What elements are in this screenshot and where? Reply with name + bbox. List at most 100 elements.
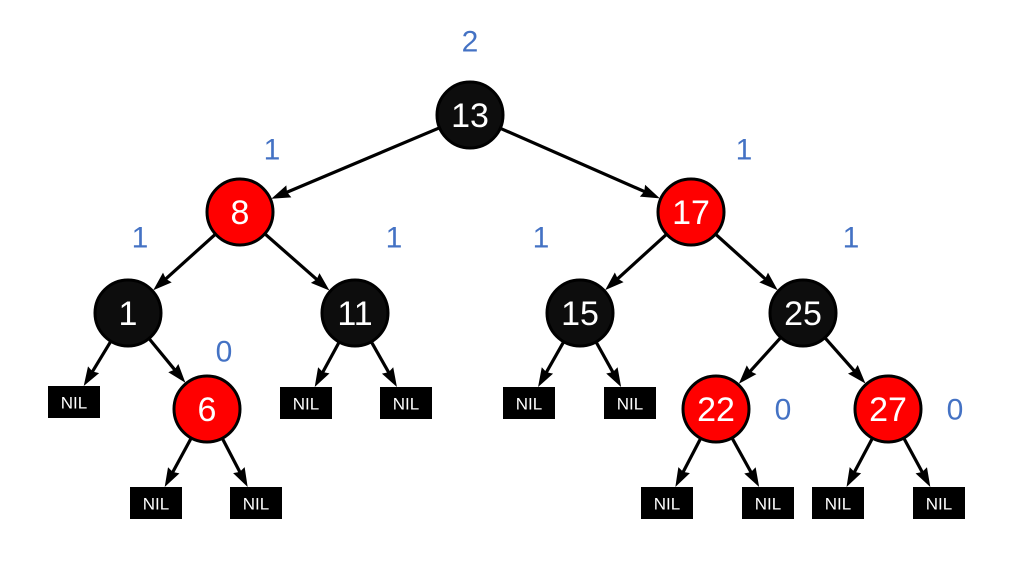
- tree-edge: [738, 337, 782, 384]
- black-height-label: 1: [736, 134, 753, 167]
- nil-box: [280, 387, 332, 419]
- tree-edge: [271, 126, 440, 199]
- nil-box: [503, 387, 555, 419]
- node-circle-black: [320, 278, 390, 348]
- tree-edge: [675, 438, 702, 487]
- node-circle-red: [205, 177, 275, 247]
- tree-edge: [824, 337, 866, 384]
- edge-arrowhead: [233, 467, 248, 487]
- nil-label: NIL: [516, 395, 542, 414]
- edge-arrowhead: [738, 365, 757, 384]
- black-height-label: 1: [264, 134, 281, 167]
- nil-leaf: NIL: [380, 387, 432, 419]
- tree-node-13: 13: [435, 80, 505, 150]
- nil-box: [812, 487, 864, 519]
- black-height-label: 0: [216, 336, 233, 369]
- tree-node-25: 25: [768, 278, 838, 348]
- edge-arrowhead: [168, 363, 186, 383]
- nil-label: NIL: [825, 495, 851, 514]
- nil-label: NIL: [617, 395, 643, 414]
- nil-box: [130, 487, 182, 519]
- tree-edge: [731, 437, 760, 487]
- nil-label: NIL: [755, 495, 781, 514]
- edge-arrowhead: [848, 365, 866, 384]
- nil-leaf: NIL: [604, 387, 656, 419]
- edge-arrowhead: [83, 366, 100, 386]
- nil-leaf: NIL: [913, 487, 965, 519]
- nil-leaf: NIL: [130, 487, 182, 519]
- black-height-label: 0: [775, 394, 792, 427]
- nil-leaf: NIL: [641, 487, 693, 519]
- nil-box: [641, 487, 693, 519]
- edge-arrowhead: [744, 467, 760, 487]
- tree-edge: [605, 233, 667, 291]
- black-height-label: 0: [947, 394, 964, 427]
- edge-arrowhead: [605, 272, 624, 291]
- edge-arrowhead: [915, 467, 931, 487]
- nil-box: [48, 386, 100, 418]
- node-key-label: 22: [697, 391, 735, 429]
- nil-leaf: NIL: [503, 387, 555, 419]
- nil-box: [380, 387, 432, 419]
- nil-leaf: NIL: [742, 487, 794, 519]
- node-circle-black: [768, 278, 838, 348]
- edge-arrowhead: [153, 272, 172, 291]
- tree-edge: [715, 233, 778, 291]
- tree-edge: [902, 438, 931, 487]
- nil-leaves-layer: NIL NIL NIL NIL NIL NIL NIL NIL NIL NIL NIL: [48, 386, 965, 519]
- edge-arrowhead: [381, 367, 397, 387]
- edge-arrowhead: [675, 467, 690, 487]
- tree-node-8: 8: [205, 177, 275, 247]
- tree-edge: [164, 438, 193, 487]
- node-key-label: 1: [119, 295, 138, 333]
- nil-label: NIL: [654, 495, 680, 514]
- edge-arrowhead: [164, 467, 180, 487]
- edge-arrowhead: [639, 184, 660, 199]
- black-height-label: 2: [462, 26, 479, 59]
- nil-box: [913, 487, 965, 519]
- tree-node-27: 27: [853, 374, 923, 444]
- nil-label: NIL: [143, 495, 169, 514]
- edge-arrowhead: [846, 467, 862, 487]
- node-key-label: 8: [231, 194, 250, 232]
- tree-edge: [538, 341, 565, 387]
- node-circle-red: [172, 374, 242, 444]
- tree-edge: [83, 341, 112, 386]
- node-key-label: 11: [337, 295, 372, 333]
- black-height-label: 1: [533, 222, 550, 255]
- tree-edge: [153, 233, 216, 291]
- edge-arrowhead: [271, 185, 292, 199]
- tree-node-1: 1: [93, 278, 163, 348]
- tree-edge: [221, 438, 248, 487]
- tree-node-22: 22: [681, 374, 751, 444]
- tree-node-6: 6: [172, 374, 242, 444]
- tree-edge: [314, 342, 341, 387]
- nil-leaf: NIL: [812, 487, 864, 519]
- tree-node-15: 15: [545, 278, 615, 348]
- edge-arrowhead: [606, 367, 622, 387]
- black-height-label: 1: [132, 222, 149, 255]
- nil-box: [230, 487, 282, 519]
- black-height-label: 1: [843, 222, 860, 255]
- nil-leaf: NIL: [280, 387, 332, 419]
- tree-edge: [595, 341, 622, 387]
- nil-leaf: NIL: [230, 487, 282, 519]
- nil-label: NIL: [61, 394, 87, 413]
- node-key-label: 13: [451, 97, 489, 135]
- nil-label: NIL: [926, 495, 952, 514]
- node-circle-red: [853, 374, 923, 444]
- edges-layer: [83, 126, 931, 487]
- node-circle-black: [93, 278, 163, 348]
- nil-label: NIL: [393, 395, 419, 414]
- tree-node-11: 11: [320, 278, 390, 348]
- nil-box: [742, 487, 794, 519]
- tree-edge: [264, 233, 330, 291]
- node-key-label: 25: [784, 295, 822, 333]
- edge-arrowhead: [538, 367, 554, 387]
- edge-arrowhead: [310, 273, 330, 291]
- tree-node-17: 17: [656, 177, 726, 247]
- black-height-label: 1: [386, 222, 403, 255]
